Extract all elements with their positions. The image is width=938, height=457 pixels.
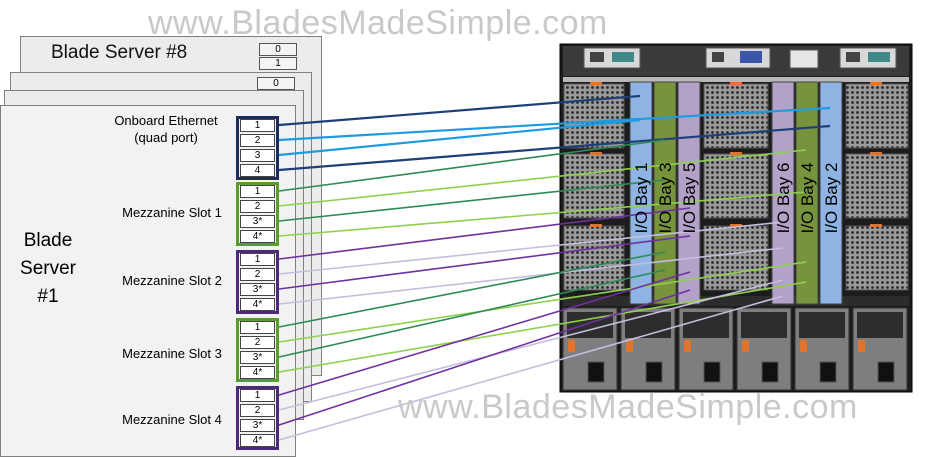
- cmc-port-left-b: [612, 52, 634, 62]
- ethernet-port-2: 2: [240, 134, 275, 147]
- psu-grilles: [567, 312, 903, 338]
- connection-line-8: [278, 191, 807, 237]
- watermark-bottom: www.BladesMadeSimple.com: [398, 388, 858, 426]
- connection-line-10: [278, 221, 784, 275]
- io-bay-label-3: I/O Bay 5: [680, 163, 699, 234]
- io-bay-label-5: I/O Bay 4: [798, 163, 817, 234]
- connection-line-19: [278, 289, 691, 426]
- cmc-port-right-b: [868, 52, 890, 62]
- cmc-port-left-a: [590, 52, 604, 62]
- blade-8-title: Blade Server #8: [51, 42, 188, 63]
- blade-mid-stub-0: 0: [257, 77, 295, 90]
- connection-line-11: [278, 235, 691, 290]
- io-bay-bar-1: [629, 81, 653, 305]
- chassis-rail: [563, 77, 909, 82]
- blade-1-name-line-1: Blade: [23, 230, 73, 251]
- connection-line-6: [278, 149, 807, 207]
- connection-line-5: [278, 139, 666, 192]
- connection-line-17: [278, 271, 691, 396]
- blade-1-name-line-2: Server: [20, 258, 76, 279]
- io-bay-label-1: I/O Bay 1: [632, 163, 651, 234]
- fan-column-middle: [703, 83, 769, 291]
- mezz2-port-2: 2: [240, 268, 275, 281]
- mezz4-port-4: 4*: [240, 434, 275, 447]
- fan-latches: [590, 82, 882, 227]
- mezzanine-slot-2-label: Mezzanine Slot 2: [122, 273, 222, 288]
- mezz1-port-1: 1: [240, 185, 275, 198]
- mezz2-port-4: 4*: [240, 298, 275, 311]
- io-bay-label-2: I/O Bay 3: [656, 163, 675, 234]
- cmc-port-right-a: [846, 52, 860, 62]
- onboard-ethernet-ports: [236, 116, 279, 180]
- mezzanine-slot-2-ports: [236, 250, 279, 314]
- mezzanine-slot-3-label: Mezzanine Slot 3: [122, 346, 222, 361]
- io-bay-bar-6: [819, 81, 843, 305]
- mezzanine-slot-4-label: Mezzanine Slot 4: [122, 412, 222, 427]
- mezz1-port-3: 3*: [240, 215, 275, 228]
- onboard-ethernet-label-line-1: Onboard Ethernet: [114, 113, 218, 128]
- psu-orange-tabs: [568, 340, 865, 352]
- connection-line-15: [278, 269, 666, 358]
- ikvm-port-b: [740, 51, 762, 63]
- connection-line-7: [278, 179, 666, 222]
- mezz2-port-1: 1: [240, 253, 275, 266]
- mezzanine-slot-1-label: Mezzanine Slot 1: [122, 205, 222, 220]
- mezz1-port-2: 2: [240, 200, 275, 213]
- mezzanine-slot-4-ports: [236, 386, 279, 450]
- onboard-ethernet-label: Onboard Ethernet (quad port): [96, 112, 236, 146]
- blade-8-stub-1: 1: [259, 57, 297, 70]
- blade-1-name-line-3: #1: [37, 286, 59, 307]
- connection-line-9: [278, 207, 691, 260]
- connection-line-18: [278, 279, 784, 411]
- mezz3-port-2: 2: [240, 336, 275, 349]
- connection-line-20: [278, 295, 784, 441]
- mezz2-port-3: 3*: [240, 283, 275, 296]
- ethernet-port-1: 1: [240, 119, 275, 132]
- mezz4-port-2: 2: [240, 404, 275, 417]
- blade-8-stub-0: 0: [259, 43, 297, 56]
- connection-line-2: [278, 106, 831, 142]
- ikvm-port-a: [712, 52, 724, 62]
- mezz3-port-3: 3*: [240, 351, 275, 364]
- chassis-band: [563, 296, 909, 306]
- io-bay-label-6: I/O Bay 2: [822, 163, 841, 234]
- connection-line-3: [278, 118, 641, 157]
- mezz1-port-4: 4*: [240, 230, 275, 243]
- mezz3-port-4: 4*: [240, 366, 275, 379]
- mezzanine-slot-1-ports: [236, 182, 279, 246]
- io-bay-label-4: I/O Bay 6: [774, 163, 793, 234]
- io-bay-bar-2: [653, 81, 677, 305]
- watermark-top: www.BladesMadeSimple.com: [148, 4, 608, 42]
- mezz3-port-1: 1: [240, 321, 275, 334]
- mezz4-port-1: 1: [240, 389, 275, 402]
- mezz4-port-3: 3*: [240, 419, 275, 432]
- fan-column-left: [563, 83, 625, 291]
- connection-line-1: [278, 94, 641, 127]
- fan-column-right: [845, 83, 909, 291]
- ethernet-port-4: 4: [240, 164, 275, 177]
- ethernet-port-3: 3: [240, 149, 275, 162]
- psu-power-sockets: [587, 361, 895, 383]
- mezzanine-slot-3-ports: [236, 318, 279, 382]
- onboard-ethernet-label-line-2: (quad port): [134, 130, 198, 145]
- connection-line-12: [278, 247, 784, 305]
- connection-line-14: [278, 261, 807, 343]
- connection-line-4: [278, 124, 831, 172]
- ikvm-usb: [789, 49, 819, 69]
- connection-line-13: [278, 251, 666, 328]
